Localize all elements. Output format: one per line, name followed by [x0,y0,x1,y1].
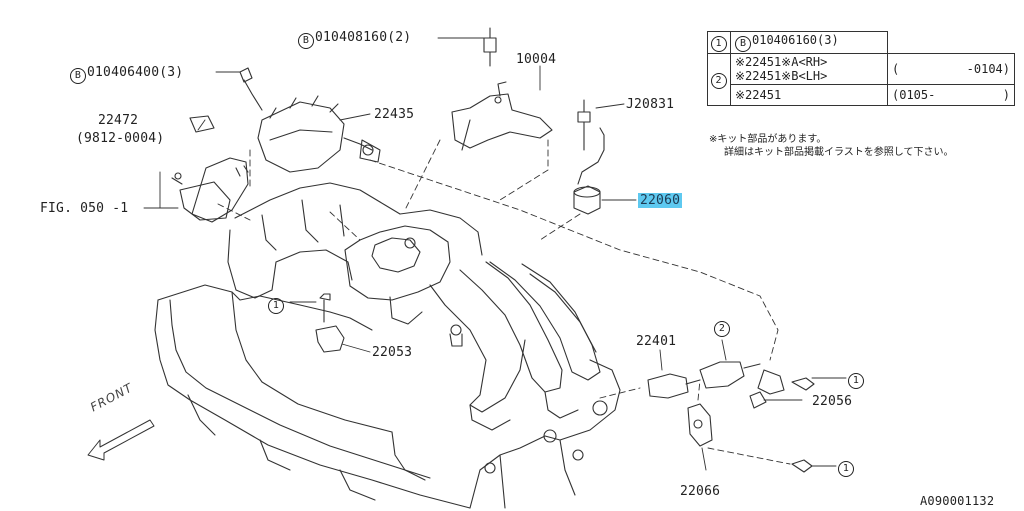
engine-block-outline [154,284,621,509]
leader-lines [143,37,847,471]
marker-1: 1 [848,373,864,389]
table-part: ※22451 [730,84,888,106]
marker-b: B [70,68,86,84]
callout-fig-ref: FIG. 050 -1 [40,201,129,216]
distributor [239,67,381,173]
front-arrow [87,419,155,461]
callout-22060[interactable]: 22060 [638,193,683,208]
callout-marker-1: 1 [268,295,285,314]
table-key-2: 2 [707,53,731,106]
kit-note-2: 詳細はキット部品掲載イラストを参照して下さい。 [724,147,954,158]
table-date: (-0104) [887,53,1015,85]
marker-1: 1 [838,461,854,477]
diagram-id: A090001132 [920,494,995,508]
callout-22472: 22472 [98,113,139,128]
table-date: (0105-) [887,84,1015,106]
kit-note-1: ※キット部品があります。 [709,134,827,145]
callout-10004: 10004 [516,52,557,67]
spark-plug-and-sensors [647,361,815,473]
intake-manifold [227,182,601,431]
callout-22056: 22056 [812,394,853,409]
marker-b: B [298,33,314,49]
marker-2: 2 [714,321,730,337]
marker-1: 1 [268,298,284,314]
table-part: ※22451※A<RH>※22451※B<LH> [730,53,888,85]
table-row: ※22451 (0105-) [708,84,1015,106]
knock-sensor [573,99,605,215]
callout-marker-2: 2 [714,318,731,337]
table-key-1: 1 [707,31,731,54]
callout-22401: 22401 [636,334,677,349]
bracket [451,27,553,151]
table-row: 2 ※22451※A<RH>※22451※B<LH> (-0104) [707,53,1015,106]
callout-22435: 22435 [374,107,415,122]
callout-marker-1-upper: 1 [848,370,865,389]
callout-22472-range: (9812-0004) [76,131,165,146]
bolt-22053 [315,293,345,353]
callout-22053: 22053 [372,345,413,360]
callout-j20831: J20831 [626,97,675,112]
sensor-bracket [171,115,249,223]
callout-marker-1-lower: 1 [838,458,855,477]
dashed-lines [217,139,791,465]
callout-22066: 22066 [680,484,721,499]
